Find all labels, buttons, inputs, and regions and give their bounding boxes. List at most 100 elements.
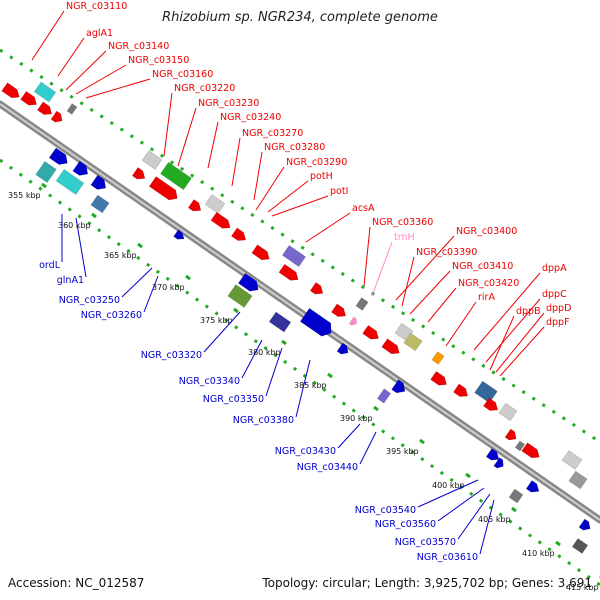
kbp-tick-label: 370 kbp (152, 283, 185, 292)
gene-feature (376, 388, 392, 404)
gene-label-top: dppD (546, 303, 571, 314)
gene-leader-line (457, 493, 491, 540)
gene-feature (48, 147, 68, 165)
gene-leader-line (409, 270, 451, 315)
gene-feature (35, 161, 57, 183)
gene-label-top: aglA1 (86, 28, 113, 39)
kbp-tick-label: 405 kbp (478, 515, 511, 524)
gene-feature (403, 332, 423, 352)
gene-feature (453, 383, 469, 397)
kbp-tick-label: 365 kbp (104, 251, 137, 260)
gene-label-top: NGR_c03240 (220, 112, 281, 123)
gene-feature (571, 538, 589, 554)
kbp-tick-label: 355 kbp (8, 191, 41, 200)
gene-feature (238, 273, 259, 292)
kbp-tick-mark (281, 339, 287, 346)
gene-features (1, 81, 591, 554)
gene-feature (20, 90, 37, 106)
gene-feature (431, 351, 445, 365)
gene-leader-line (265, 347, 283, 397)
gene-feature (278, 263, 299, 281)
gene-label-bottom: NGR_c03250 (59, 295, 120, 306)
gene-feature (561, 450, 583, 470)
gene-label-top: potI (330, 186, 348, 197)
gene-leader-line (177, 107, 197, 167)
gene-feature (381, 338, 400, 355)
kbp-tick-mark (185, 274, 191, 281)
gene-label-bottom: NGR_c03380 (233, 415, 294, 426)
gene-leader-line (65, 50, 107, 91)
gene-feature (331, 303, 347, 317)
gene-feature (362, 324, 379, 340)
gene-feature (309, 282, 324, 295)
gene-leader-line (485, 298, 541, 363)
gene-feature (173, 229, 185, 240)
gene-leader-line (57, 37, 85, 77)
map-title: Rhizobium sp. NGR234, complete genome (162, 10, 438, 25)
gene-feature (72, 160, 89, 176)
gene-label-top: NGR_c03420 (458, 278, 519, 289)
gene-feature (268, 311, 292, 333)
gene-label-top: dppC (542, 289, 567, 300)
gene-leader-line (75, 64, 127, 95)
gene-label-top: NGR_c03110 (66, 1, 127, 12)
gene-label-top: NGR_c03160 (152, 69, 213, 80)
gene-label-top: NGR_c03390 (416, 247, 477, 258)
kbp-tick-mark (555, 540, 561, 547)
kbp-tick-mark (511, 506, 517, 513)
gene-feature (227, 284, 253, 308)
gene-leader-line (267, 180, 309, 213)
gene-label-bottom: NGR_c03430 (275, 446, 336, 457)
gene-feature (148, 176, 178, 201)
kbp-tick-label: 390 kbp (340, 414, 373, 423)
gene-leader-line (395, 235, 455, 301)
gene-label-bottom: NGR_c03350 (203, 394, 264, 405)
gene-label-bottom: NGR_c03340 (179, 376, 240, 387)
gene-label-bottom: NGR_c03260 (81, 310, 142, 321)
gene-feature (299, 307, 332, 337)
gene-label-top: NGR_c03270 (242, 128, 303, 139)
gene-leader-line (231, 137, 241, 187)
accession-text: Accession: NC_012587 (8, 576, 145, 590)
gene-feature (578, 518, 591, 531)
gene-feature (90, 174, 107, 190)
gene-label-top: rirA (478, 292, 495, 303)
gene-leader-line (85, 78, 151, 99)
gene-feature (430, 370, 447, 386)
gene-leader-line (241, 339, 263, 379)
gene-leader-line (271, 195, 329, 217)
gene-leader-line (143, 275, 159, 313)
gene-feature (66, 103, 78, 115)
kbp-tick-label: 410 kbp (522, 549, 555, 558)
kbp-tick-mark (465, 472, 471, 479)
gene-leader-line (473, 272, 541, 351)
gene-feature (90, 194, 110, 214)
gene-label-bottom: NGR_c03320 (141, 350, 202, 361)
kbp-tick-label: 375 kbp (200, 316, 233, 325)
kbp-tick-mark (91, 212, 97, 219)
gene-leader-line (255, 166, 285, 211)
gene-leader-line (437, 487, 485, 522)
gene-label-bottom: NGR_c03560 (375, 519, 436, 530)
kbp-tick-mark (327, 372, 333, 379)
kbp-tick-label: 380 kbp (248, 348, 281, 357)
gene-leader-line (427, 287, 457, 323)
gene-leader-line (203, 311, 241, 353)
gene-label-top: NGR_c03230 (198, 98, 259, 109)
gene-feature (348, 316, 357, 326)
gene-feature (55, 169, 85, 195)
gene-feature (568, 470, 588, 490)
gc-guide-lines (0, 48, 600, 587)
gene-label-top: NGR_c03280 (264, 142, 325, 153)
gene-labels: NGR_c03110aglA1NGR_c03140NGR_c03150NGR_c… (31, 1, 571, 563)
gene-label-top: NGR_c03150 (128, 55, 189, 66)
gene-feature (160, 161, 192, 191)
gene-label-top: acsA (352, 203, 375, 214)
gene-label-bottom: NGR_c03540 (355, 505, 416, 516)
gene-feature (483, 397, 499, 411)
gene-label-bottom: NGR_c03570 (395, 537, 456, 548)
gene-feature (508, 488, 524, 504)
gene-feature (525, 480, 540, 493)
